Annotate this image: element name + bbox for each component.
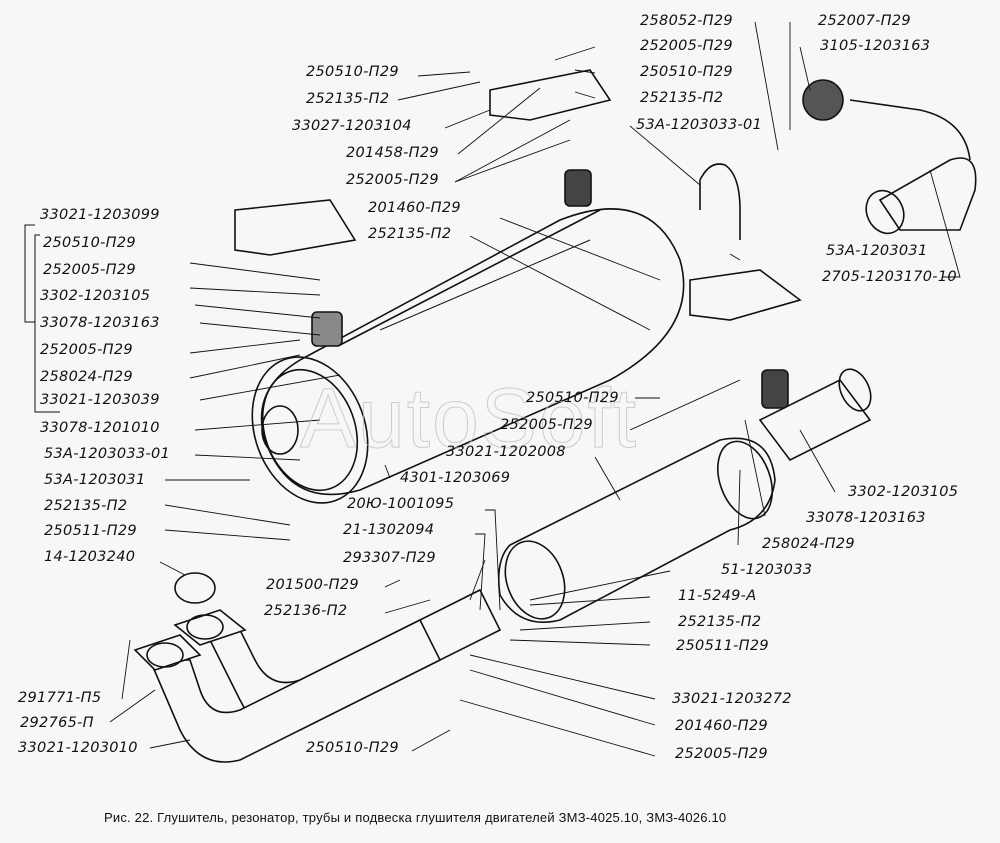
bracket-right — [689, 269, 802, 321]
muffler-main — [251, 208, 685, 504]
u-bolt — [699, 163, 741, 240]
gasket-ring — [174, 572, 216, 604]
part-label: 293307-П29 — [343, 550, 436, 566]
part-label: 258024-П29 — [762, 536, 855, 552]
part-label: 33078-1203163 — [806, 510, 926, 526]
watermark: AutoSoft — [299, 371, 639, 466]
part-label: 33027-1203104 — [292, 118, 412, 134]
part-label: 53А-1203031 — [826, 243, 928, 259]
front-pipes — [133, 588, 502, 763]
part-label: 53А-1203031 — [44, 472, 146, 488]
cushion-2 — [311, 311, 343, 347]
part-label: 250511-П29 — [676, 638, 769, 654]
part-label: 252005-П29 — [346, 172, 439, 188]
part-label: 201460-П29 — [675, 718, 768, 734]
part-label: 4301-1203069 — [400, 470, 511, 486]
part-label: 252007-П29 — [818, 13, 911, 29]
part-label: 201460-П29 — [368, 200, 461, 216]
rear-pipe — [802, 79, 977, 235]
part-label: 250510-П29 — [640, 64, 733, 80]
part-label: 3105-1203163 — [820, 38, 931, 54]
tailpipe — [758, 368, 872, 462]
part-label: 33021-1203039 — [40, 392, 160, 408]
part-label: 33021-1202008 — [446, 444, 566, 460]
figure-caption: Рис. 22. Глушитель, резонатор, трубы и п… — [104, 810, 727, 825]
part-label: 3302-1203105 — [848, 484, 959, 500]
part-label: 33021-1203010 — [18, 740, 138, 756]
part-label: 250510-П29 — [43, 235, 136, 251]
part-label: 292765-П — [20, 715, 94, 731]
part-label: 252005-П29 — [675, 746, 768, 762]
part-label: 258052-П29 — [640, 13, 733, 29]
part-label: 33021-1203272 — [672, 691, 792, 707]
part-label: 252135-П2 — [678, 614, 762, 630]
cushion-3 — [761, 369, 789, 409]
part-label: 20Ю-1001095 — [347, 496, 455, 512]
part-label: 250510-П29 — [306, 64, 399, 80]
bracket-left — [234, 199, 357, 256]
part-label: 2705-1203170-10 — [822, 269, 957, 285]
bracket-top — [489, 69, 612, 121]
part-label: 53А-1203033-01 — [44, 446, 171, 462]
part-label: 51-1203033 — [721, 562, 813, 578]
part-label: 201500-П29 — [266, 577, 359, 593]
part-label: 258024-П29 — [40, 369, 133, 385]
part-label: 11-5249-А — [678, 588, 757, 604]
part-label: 250510-П29 — [526, 390, 619, 406]
leader-lines — [109, 21, 961, 757]
part-label: 21-1302094 — [343, 522, 435, 538]
part-label: 33078-1203163 — [40, 315, 160, 331]
part-label: 250511-П29 — [44, 523, 137, 539]
part-label: 53А-1203033-01 — [636, 117, 763, 133]
part-label: 291771-П5 — [18, 690, 102, 706]
part-label: 252005-П29 — [640, 38, 733, 54]
part-label: 252136-П2 — [264, 603, 348, 619]
part-label: 252005-П29 — [40, 342, 133, 358]
part-label: 33078-1201010 — [40, 420, 160, 436]
part-label: 201458-П29 — [346, 145, 439, 161]
group-bracket — [24, 224, 60, 413]
part-label: 252135-П2 — [306, 91, 390, 107]
part-label: 250510-П29 — [306, 740, 399, 756]
cushion-1 — [564, 169, 592, 207]
part-label: 3302-1203105 — [40, 288, 151, 304]
part-label: 252135-П2 — [640, 90, 724, 106]
part-label: 252005-П29 — [500, 417, 593, 433]
part-label: 252135-П2 — [368, 226, 452, 242]
part-label: 33021-1203099 — [40, 207, 160, 223]
part-label: 252005-П29 — [43, 262, 136, 278]
part-label: 14-1203240 — [44, 549, 136, 565]
part-label: 252135-П2 — [44, 498, 128, 514]
